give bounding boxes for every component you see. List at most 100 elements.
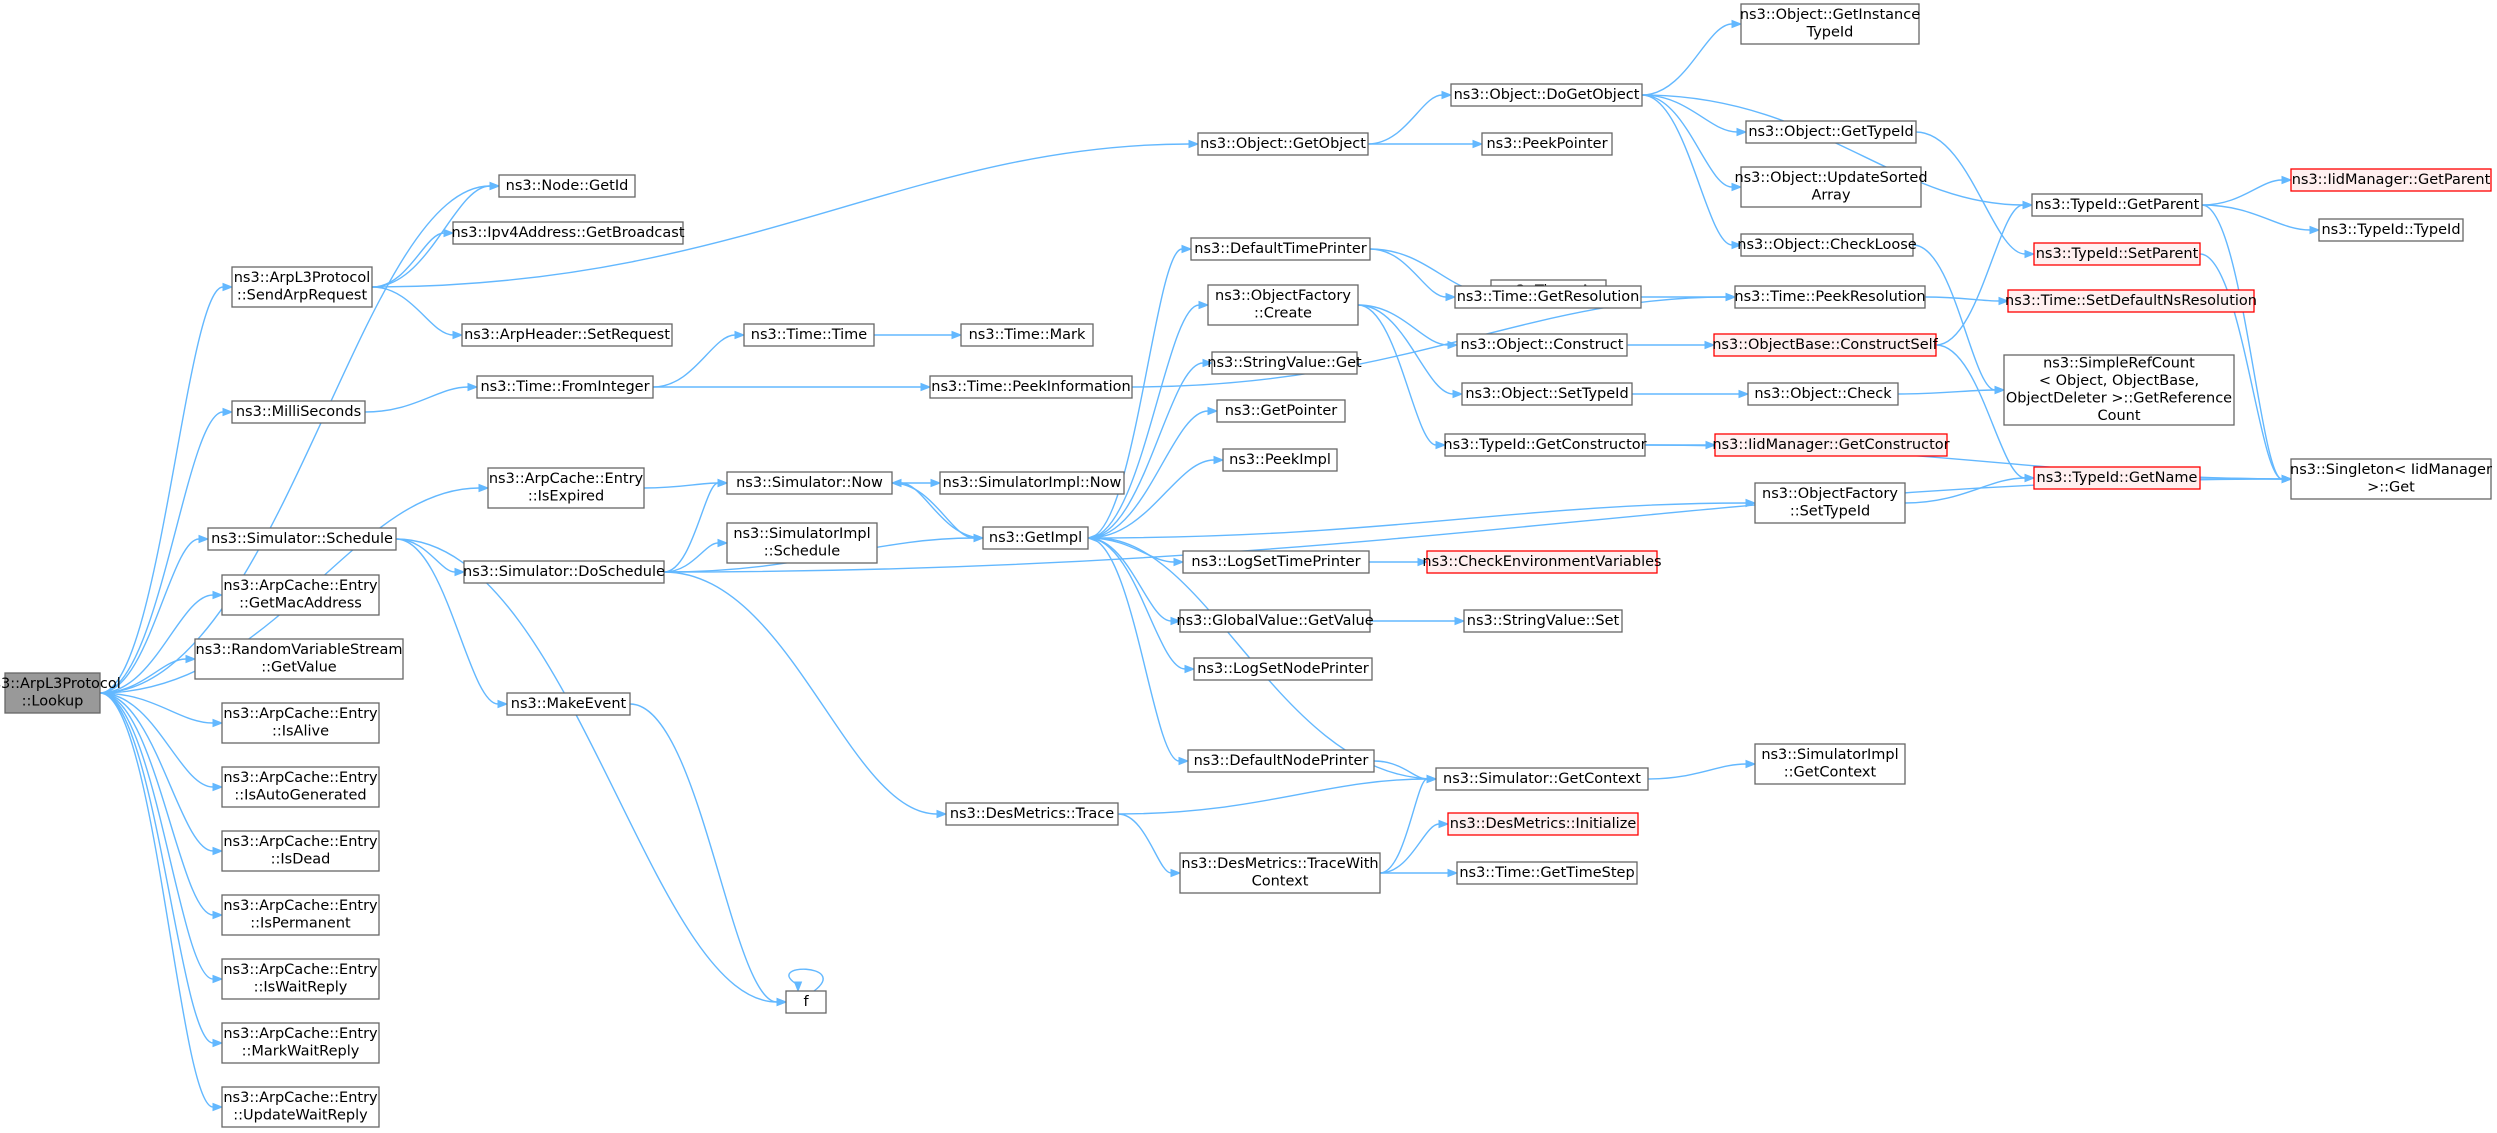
graph-node-objcheck[interactable]: ns3::Object::Check: [1747, 382, 1899, 406]
graph-node-objfact[interactable]: ns3::ObjectFactory::Create: [1207, 284, 1359, 326]
graph-node-checkloose[interactable]: ns3::Object::CheckLoose: [1737, 233, 1917, 257]
arrowhead: [1435, 440, 1447, 450]
graph-node-getmac[interactable]: ns3::ArpCache::Entry::GetMacAddress: [221, 574, 380, 616]
call-edge-line: [2201, 179, 2283, 206]
graph-node-markwait[interactable]: ns3::ArpCache::Entry::MarkWaitReply: [221, 1022, 380, 1064]
graph-node-peekres[interactable]: ns3::Time::PeekResolution: [1734, 285, 1926, 309]
graph-node-makeevent[interactable]: ns3::MakeEvent: [506, 692, 631, 716]
graph-node-gvget[interactable]: ns3::GlobalValue::GetValue: [1176, 609, 1374, 633]
arrowhead: [1426, 774, 1438, 784]
arrowhead: [1447, 340, 1459, 350]
graph-node-fromint[interactable]: ns3::Time::FromInteger: [476, 375, 654, 399]
graph-node-getobject[interactable]: ns3::Object::GetObject: [1197, 132, 1369, 156]
graph-node-tgetparent[interactable]: ns3::TypeId::GetParent: [2031, 193, 2203, 217]
graph-node-getctor[interactable]: ns3::TypeId::GetConstructor: [1443, 433, 1647, 457]
graph-node-implctx[interactable]: ns3::SimulatorImpl::GetContext: [1754, 743, 1906, 785]
graph-node-logtime[interactable]: ns3::LogSetTimePrinter: [1182, 550, 1370, 574]
graph-node-lookup[interactable]: ns3::ArpL3Protocol::Lookup: [0, 672, 121, 714]
graph-node-iidparent[interactable]: ns3::IidManager::GetParent: [2290, 168, 2492, 192]
node-box: [1187, 749, 1375, 773]
graph-node-setreq[interactable]: ns3::ArpHeader::SetRequest: [461, 323, 673, 347]
graph-node-isdead[interactable]: ns3::ArpCache::Entry::IsDead: [221, 830, 380, 872]
node-box: [743, 323, 875, 347]
node-label: ns3::StringValue::Set: [1467, 613, 1620, 629]
graph-node-settypeid[interactable]: ns3::Object::SetTypeId: [1461, 382, 1633, 406]
graph-node-isalive[interactable]: ns3::ArpCache::Entry::IsAlive: [221, 702, 380, 744]
graph-node-desmetrics[interactable]: ns3::DesMetrics::Trace: [945, 802, 1119, 826]
node-box: [1754, 743, 1906, 785]
graph-node-getimpl[interactable]: ns3::GetImpl: [982, 526, 1089, 550]
graph-node-ofsettype[interactable]: ns3::ObjectFactory::SetTypeId: [1754, 482, 1906, 524]
graph-node-isperm[interactable]: ns3::ArpCache::Entry::IsPermanent: [221, 894, 380, 936]
graph-node-deftime[interactable]: ns3::DefaultTimePrinter: [1190, 237, 1371, 261]
graph-node-updwait[interactable]: ns3::ArpCache::Entry::UpdateWaitReply: [221, 1086, 380, 1128]
graph-node-getid[interactable]: ns3::Node::GetId: [498, 174, 636, 198]
graph-node-isexpired[interactable]: ns3::ArpCache::Entry::IsExpired: [487, 467, 645, 509]
graph-node-getctx[interactable]: ns3::Simulator::GetContext: [1435, 767, 1649, 791]
graph-node-implnow[interactable]: ns3::SimulatorImpl::Now: [939, 471, 1125, 495]
graph-node-setdefres[interactable]: ns3::Time::SetDefaultNsResolution: [2005, 289, 2257, 313]
graph-node-peekptr[interactable]: ns3::PeekPointer: [1481, 132, 1613, 156]
graph-node-getptr[interactable]: ns3::GetPointer: [1216, 399, 1346, 423]
graph-node-dogetobj[interactable]: ns3::Object::DoGetObject: [1450, 83, 1643, 107]
call-edge: [1369, 557, 1429, 567]
call-edge: [1641, 94, 1743, 192]
graph-node-schedule[interactable]: ns3::Simulator::Schedule: [207, 527, 397, 551]
graph-node-milli[interactable]: ns3::MilliSeconds: [231, 400, 366, 424]
graph-node-timestep[interactable]: ns3::Time::GetTimeStep: [1456, 861, 1638, 885]
graph-node-lognode[interactable]: ns3::LogSetNodePrinter: [1193, 657, 1373, 681]
graph-node-iswait[interactable]: ns3::ArpCache::Entry::IsWaitReply: [221, 958, 380, 1000]
graph-node-desinit[interactable]: ns3::DesMetrics::Initialize: [1447, 812, 1639, 836]
graph-node-peekimpl[interactable]: ns3::PeekImpl: [1222, 448, 1338, 472]
node-label: Count: [2097, 408, 2140, 424]
graph-node-defnode[interactable]: ns3::DefaultNodePrinter: [1187, 749, 1375, 773]
node-label: ns3::PeekImpl: [1229, 452, 1331, 468]
node-box: [1222, 448, 1338, 472]
graph-node-tsetparent[interactable]: ns3::TypeId::SetParent: [2033, 242, 2201, 266]
graph-node-construct[interactable]: ns3::Object::Construct: [1456, 333, 1628, 357]
graph-node-timemark[interactable]: ns3::Time::Mark: [960, 323, 1094, 347]
arrowhead: [1447, 868, 1459, 878]
graph-node-implsched[interactable]: ns3::SimulatorImpl::Schedule: [726, 522, 878, 564]
graph-node-gettypeid[interactable]: ns3::Object::GetTypeId: [1745, 120, 1917, 144]
node-box: [1740, 233, 1914, 257]
graph-node-simnow[interactable]: ns3::Simulator::Now: [726, 471, 893, 495]
call-edge: [1357, 304, 1447, 450]
call-edge-line: [1087, 537, 1186, 670]
node-label: ns3::TypeId::GetConstructor: [1443, 437, 1646, 453]
call-edge: [1357, 304, 1459, 350]
arrowhead: [1213, 455, 1225, 465]
node-box: [1216, 399, 1346, 423]
call-edge-line: [1087, 410, 1209, 539]
graph-node-strset[interactable]: ns3::StringValue::Set: [1463, 609, 1623, 633]
graph-node-simpleref[interactable]: ns3::SimpleRefCount< Object, ObjectBase,…: [2003, 354, 2235, 426]
graph-node-getres[interactable]: ns3::Time::GetResolution: [1454, 285, 1642, 309]
graph-node-dosched[interactable]: ns3::Simulator::DoSchedule: [463, 560, 665, 584]
graph-node-peekinfo[interactable]: ns3::Time::PeekInformation: [929, 375, 1133, 399]
arrowhead: [717, 538, 729, 548]
graph-node-strget[interactable]: ns3::StringValue::Get: [1207, 351, 1362, 375]
node-label: ::Lookup: [22, 694, 84, 710]
graph-node-checkenv[interactable]: ns3::CheckEnvironmentVariables: [1422, 550, 1662, 574]
graph-node-ttypeid[interactable]: ns3::TypeId::TypeId: [2318, 218, 2464, 242]
graph-node-objbase[interactable]: ns3::ObjectBase::ConstructSelf: [1712, 333, 1939, 357]
call-edge: [1935, 200, 2034, 346]
graph-node-bcast[interactable]: ns3::Ipv4Address::GetBroadcast: [451, 221, 685, 245]
graph-node-iidctor[interactable]: ns3::IidManager::GetConstructor: [1712, 433, 1950, 457]
graph-node-timetime[interactable]: ns3::Time::Time: [743, 323, 875, 347]
call-edge-line: [1904, 477, 2026, 504]
graph-node-tgetname[interactable]: ns3::TypeId::GetName: [2033, 466, 2201, 490]
graph-node-singleton[interactable]: ns3::Singleton< IidManager >::Get: [2290, 458, 2492, 500]
node-label: Context: [1252, 874, 1309, 890]
arrowhead: [1417, 557, 1429, 567]
node-label: ::Create: [1254, 306, 1312, 322]
arrowhead: [467, 382, 479, 392]
graph-node-rvs[interactable]: ns3::RandomVariableStream::GetValue: [194, 638, 404, 680]
call-edge-line: [364, 386, 469, 413]
graph-node-isauto[interactable]: ns3::ArpCache::Entry::IsAutoGenerated: [221, 766, 380, 808]
graph-node-sendarp[interactable]: ns3::ArpL3Protocol::SendArpRequest: [231, 266, 373, 308]
graph-node-f[interactable]: f: [785, 990, 827, 1014]
